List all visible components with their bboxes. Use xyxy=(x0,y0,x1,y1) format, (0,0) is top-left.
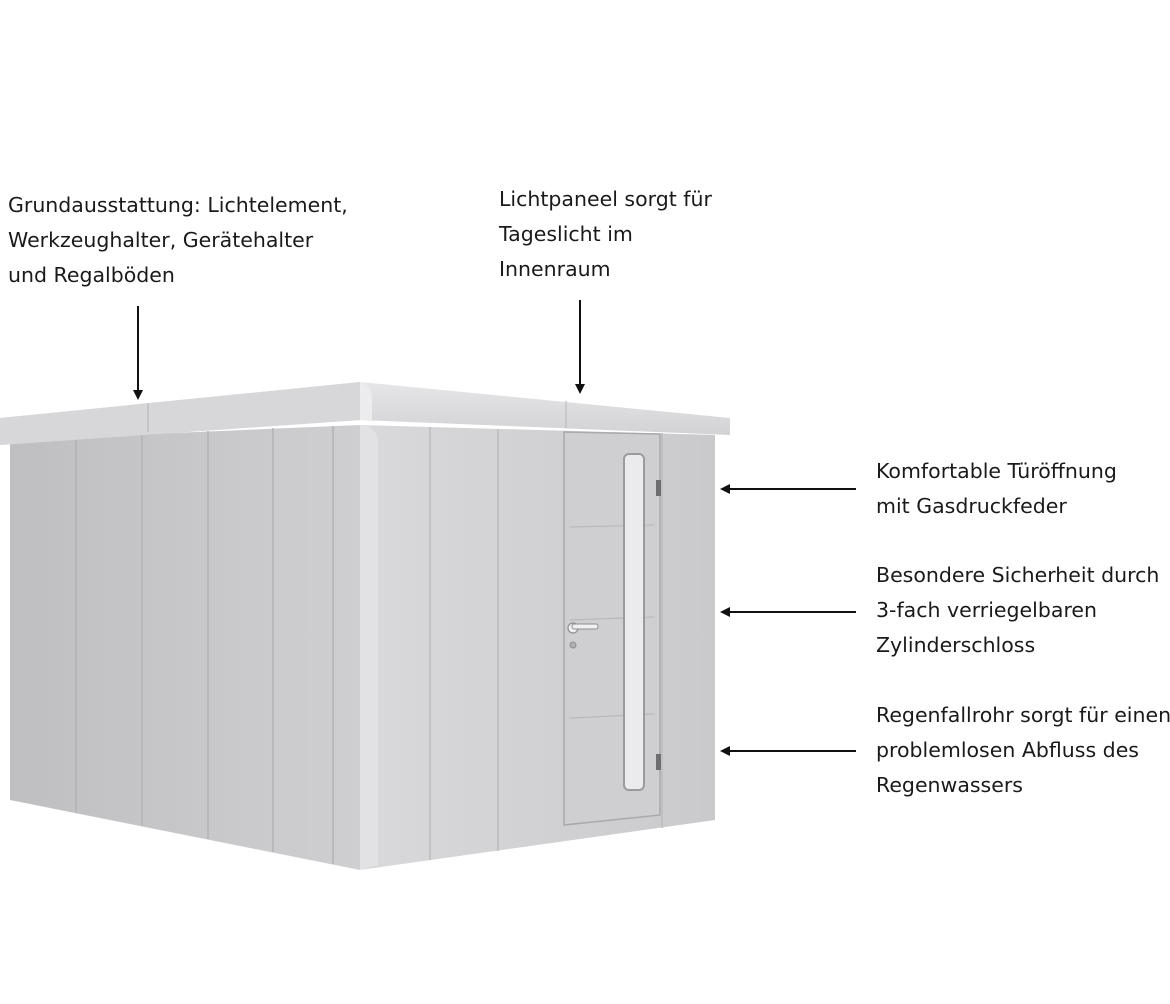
door-window xyxy=(623,453,645,791)
shed-door xyxy=(563,431,661,826)
annotation-line: Lichtpaneel sorgt für xyxy=(499,187,712,211)
annotation-line: Komfortable Türöffnung xyxy=(876,459,1117,483)
annotation-security: Besondere Sicherheit durch 3-fach verrie… xyxy=(876,558,1159,663)
annotation-line: Grundausstattung: Lichtelement, xyxy=(8,193,348,217)
annotation-line: Besondere Sicherheit durch xyxy=(876,563,1160,587)
annotation-line: Werkzeughalter, Gerätehalter xyxy=(8,228,314,252)
annotation-line: und Regalböden xyxy=(8,263,175,287)
annotation-equipment: Grundausstattung: Lichtelement, Werkzeug… xyxy=(8,188,348,293)
shed-roof xyxy=(0,382,730,445)
annotation-line: 3-fach verriegelbaren xyxy=(876,598,1098,622)
annotation-line: Regenfallrohr sorgt für einen xyxy=(876,703,1170,727)
annotation-line: Regenwassers xyxy=(876,773,1023,797)
annotation-line: problemlosen Abfluss des xyxy=(876,738,1139,762)
annotation-gutter: Regenfallrohr sorgt für einen problemlos… xyxy=(876,698,1170,803)
annotation-line: Zylinderschloss xyxy=(876,633,1036,657)
annotation-line: Innenraum xyxy=(499,257,611,281)
annotation-line: Tageslicht im xyxy=(499,222,633,246)
annotation-line: mit Gasdruckfeder xyxy=(876,494,1067,518)
shed-side-wall xyxy=(10,425,360,870)
door-handle-icon xyxy=(567,622,599,649)
annotation-light-panel: Lichtpaneel sorgt für Tageslicht im Inne… xyxy=(499,182,712,287)
shed-front-wall xyxy=(360,425,715,870)
annotation-door-opening: Komfortable Türöffnung mit Gasdruckfeder xyxy=(876,454,1117,524)
